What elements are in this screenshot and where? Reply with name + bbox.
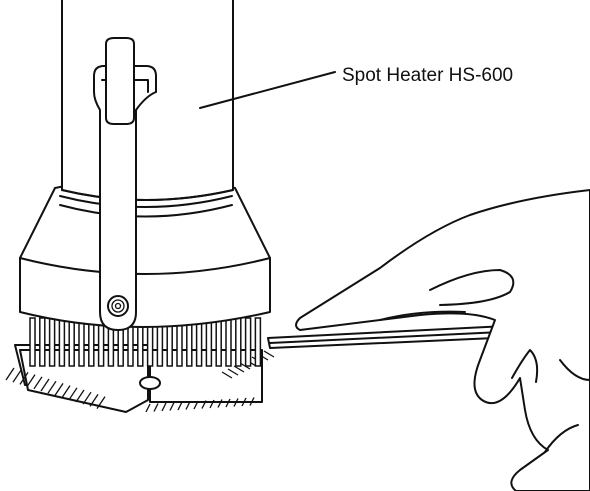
chip-lead	[153, 403, 159, 412]
nozzle-pin	[58, 317, 66, 367]
chip-lead	[19, 372, 29, 385]
chip-lead	[209, 399, 215, 409]
nozzle-pin	[68, 317, 75, 367]
chip-lead	[185, 401, 191, 410]
chip-lead	[225, 398, 231, 408]
chip-lead	[169, 402, 175, 411]
chip-lead	[161, 402, 167, 412]
chip-lead	[82, 391, 92, 405]
chip-leads	[5, 350, 275, 413]
chip-lead	[193, 400, 199, 410]
chip-lead	[33, 376, 43, 390]
callout-label: Spot Heater HS-600	[342, 65, 513, 86]
chip-lead	[201, 400, 207, 409]
chip-lead	[221, 371, 233, 379]
nozzle-pin	[215, 317, 222, 367]
nozzle-pin	[29, 317, 36, 367]
hand-with-tweezers	[267, 189, 590, 491]
nozzle-pin	[235, 317, 242, 367]
chip-lead	[5, 367, 15, 381]
chip-lead	[233, 398, 239, 407]
nozzle-pin	[195, 317, 203, 367]
chip-lead	[145, 403, 151, 413]
chip-lead	[263, 350, 275, 358]
chip-lead	[249, 397, 255, 406]
nozzle-pin	[39, 317, 46, 367]
chip-lead	[75, 389, 85, 403]
chip-lead	[54, 383, 64, 396]
nozzle-pin	[225, 317, 232, 367]
callout: Spot Heater HS-600	[199, 65, 513, 109]
chip-lead	[40, 378, 50, 392]
chip-lead	[177, 401, 183, 411]
nozzle-pin	[244, 317, 252, 367]
chip-lead	[47, 380, 57, 394]
callout-leader-line	[199, 71, 336, 109]
heater-nozzle-pins	[29, 317, 262, 367]
nozzle-pin	[48, 317, 56, 367]
chip-lead	[217, 399, 223, 408]
heater-body-cylinder	[61, 0, 234, 201]
chip-lead	[241, 397, 247, 407]
clamp-lever	[93, 37, 157, 331]
chip-lead	[61, 385, 71, 398]
nozzle-pin	[205, 317, 213, 367]
chip-lead	[227, 368, 239, 376]
chip-lead	[96, 396, 106, 409]
nozzle-pin	[254, 317, 262, 367]
chip-lead	[26, 374, 36, 387]
chip-lead	[89, 394, 99, 407]
heater-head	[19, 177, 271, 328]
chip-lead	[233, 365, 245, 373]
chip-lead	[12, 369, 22, 383]
chip-lead	[68, 387, 78, 401]
nozzle-pin	[78, 317, 85, 367]
